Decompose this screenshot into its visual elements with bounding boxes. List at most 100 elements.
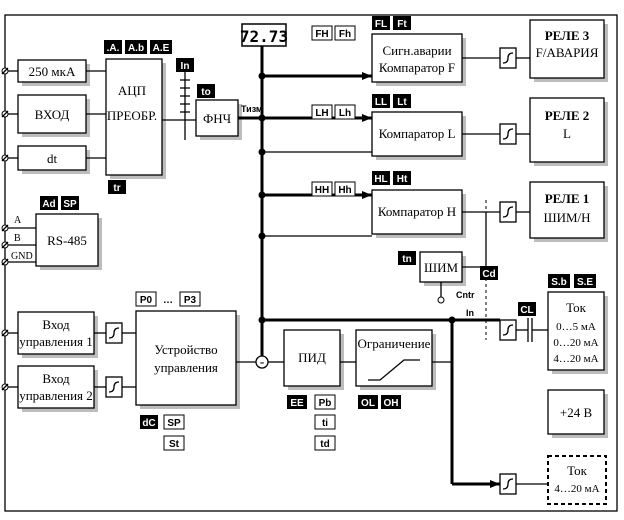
relay-3-mode: F/АВАРИЯ <box>536 45 599 60</box>
input-dt: dt <box>17 145 90 174</box>
svg-text:In: In <box>181 61 190 72</box>
limiter-label: Ограничение <box>358 336 431 351</box>
input-vhod-label: ВХОД <box>35 107 70 122</box>
relay-2-block: РЕЛЕ 2 L <box>529 97 608 166</box>
isolation-icon <box>499 47 517 223</box>
comparator-f-label-1: Сигн.аварии <box>382 43 451 58</box>
tag-P3: P3 <box>179 291 201 307</box>
limiter-curve-icon <box>368 359 420 381</box>
relay-3-block: РЕЛЕ 3 F/АВАРИЯ <box>529 19 608 82</box>
tag-HL: HL <box>372 171 390 185</box>
tag-LL: LL <box>372 94 390 108</box>
input-250ua: 250 мкА <box>17 59 90 86</box>
tag-CL: CL <box>518 302 536 316</box>
rs485-b: B <box>14 233 21 244</box>
tag-Lt: Lt <box>393 94 411 108</box>
pid-label: ПИД <box>298 350 326 365</box>
relay-3-title: РЕЛЕ 3 <box>545 28 590 43</box>
fnch-label: ФНЧ <box>203 111 232 126</box>
svg-text:to: to <box>201 87 210 98</box>
tag-Sb: S.b <box>548 274 570 288</box>
power-24v-label: +24 В <box>560 405 593 420</box>
terminal-icon <box>1 329 9 391</box>
svg-text:Ht: Ht <box>397 174 408 185</box>
control-input-1-l1: Вход <box>42 317 70 332</box>
tag-Ht: Ht <box>393 171 411 185</box>
adc-label-2: ПРЕОБР. <box>107 108 157 123</box>
svg-text:tr: tr <box>113 183 120 194</box>
svg-text:Cd: Cd <box>482 269 495 280</box>
svg-text:LH: LH <box>315 108 328 119</box>
svg-text:td: td <box>320 439 329 450</box>
svg-text:SP: SP <box>167 418 181 429</box>
tag-P0: P0 <box>135 291 157 307</box>
comparator-h-block: Компаратор H <box>371 189 466 238</box>
svg-text:ti: ti <box>322 418 328 429</box>
control-device-block: Устройство управления <box>135 310 240 409</box>
tag-dots: … <box>163 295 173 306</box>
isolation-icon <box>105 322 123 398</box>
svg-text:Ad: Ad <box>42 199 55 210</box>
summing-junction: - <box>255 354 269 369</box>
svg-text:Lh: Lh <box>339 108 351 119</box>
control-device-label-1: Устройство <box>154 342 217 357</box>
svg-text:A.E: A.E <box>153 43 170 54</box>
tag-FL: FL <box>372 16 390 30</box>
svg-text:LL: LL <box>375 97 387 108</box>
input-250ua-label: 250 мкА <box>29 64 76 79</box>
svg-text:tn: tn <box>402 254 411 265</box>
svg-text:OL: OL <box>361 398 375 409</box>
isolation-icon <box>499 473 517 495</box>
shim-label: ШИМ <box>424 260 459 275</box>
relay-1-block: РЕЛЕ 1 ШИМ/Н <box>529 181 608 242</box>
tag-SE: S.E <box>574 274 596 288</box>
rs485-a: A <box>14 215 22 226</box>
relay-1-mode: ШИМ/Н <box>543 210 590 225</box>
comparator-f-block: Сигн.аварии Компаратор F <box>371 33 466 86</box>
control-input-1-l2: управления 1 <box>19 334 93 349</box>
svg-text:HL: HL <box>374 174 387 185</box>
control-input-1: Вход управления 1 <box>17 311 98 358</box>
isolation-icon <box>499 319 517 341</box>
current-output-range-3: 4…20 мА <box>553 353 598 365</box>
svg-text:P0: P0 <box>140 295 153 306</box>
svg-text:FL: FL <box>375 19 387 30</box>
svg-text:FH: FH <box>315 29 328 40</box>
control-input-2: Вход управления 2 <box>17 365 98 412</box>
svg-text:S.b: S.b <box>551 277 567 288</box>
tag-Ad: Ad <box>40 196 58 210</box>
svg-text:OH: OH <box>384 398 399 409</box>
comparator-f-label-2: Компаратор F <box>379 60 455 75</box>
tag-FH: FH <box>311 25 333 41</box>
svg-text:dC: dC <box>142 418 155 429</box>
tag-A: .A. <box>104 40 122 54</box>
input-vhod: ВХОД <box>17 94 90 137</box>
power-24v-block: +24 В <box>547 389 608 438</box>
tag-EE: EE <box>287 395 307 409</box>
svg-text:SP: SP <box>63 199 77 210</box>
current-output-2-range: 4…20 мА <box>554 483 599 495</box>
terminal-icon <box>1 224 9 266</box>
rs485-block: RS-485 <box>35 213 102 270</box>
svg-text:S.E: S.E <box>577 277 593 288</box>
rs485-gnd: GND <box>11 251 33 262</box>
rs485-label: RS-485 <box>47 233 87 248</box>
fnch-block: ФНЧ <box>195 99 242 140</box>
tag-HH: HH <box>311 181 333 197</box>
adc-label-1: АЦП <box>118 83 146 98</box>
input-dt-label: dt <box>47 151 58 166</box>
current-output-2-title: Ток <box>567 463 587 478</box>
pid-block: ПИД <box>283 329 344 390</box>
tag-Pb: Pb <box>314 394 336 410</box>
tag-In: In <box>176 58 194 72</box>
tag-Ft: Ft <box>393 16 411 30</box>
adc-block: АЦП ПРЕОБР. <box>105 58 166 179</box>
control-input-2-l1: Вход <box>42 371 70 386</box>
tag-LH: LH <box>311 104 333 120</box>
shim-block: ШИМ <box>419 251 466 286</box>
cntr-label: Cntr <box>456 290 475 300</box>
svg-text:CL: CL <box>520 305 533 316</box>
tag-OL: OL <box>358 395 378 409</box>
svg-text:St: St <box>169 439 180 450</box>
